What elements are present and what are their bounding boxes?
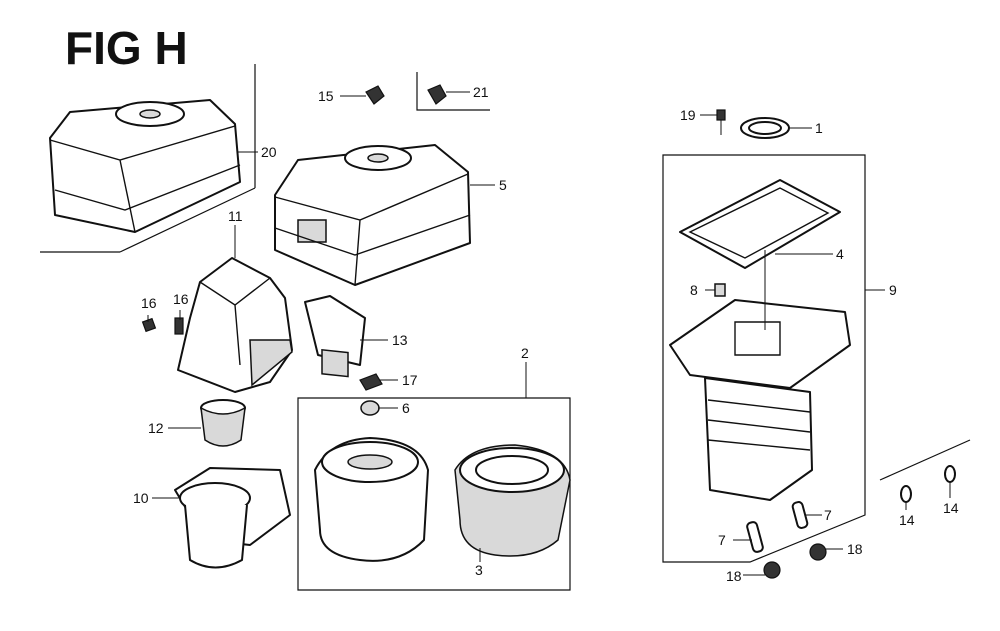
callout-7a: 7 [718, 532, 726, 548]
frame-20 [40, 64, 256, 253]
part-1-ring [740, 117, 790, 139]
callout-21: 21 [473, 84, 489, 100]
part-16-bolt-b [174, 317, 184, 335]
callout-3: 3 [475, 562, 483, 578]
callout-4: 4 [836, 246, 844, 262]
callout-1: 1 [815, 120, 823, 136]
part-10-cup [174, 467, 291, 569]
callout-6: 6 [402, 400, 410, 416]
part-14-grommet-b [944, 465, 956, 483]
part-6-grommet [360, 400, 380, 416]
callout-15: 15 [318, 88, 334, 104]
part-12-precleaner [200, 399, 246, 447]
callout-17: 17 [402, 372, 418, 388]
part-4-gasket [679, 179, 841, 269]
leader-lines [147, 91, 951, 576]
callout-9: 9 [889, 282, 897, 298]
part-5-cover [274, 144, 471, 286]
frame-9 [662, 154, 866, 563]
callout-5: 5 [499, 177, 507, 193]
frame-14 [879, 439, 971, 481]
part-8-nut [714, 283, 726, 297]
frame-2 [297, 397, 571, 591]
part-13-gasket [304, 295, 366, 378]
callout-2: 2 [521, 345, 529, 361]
part-7-pin-b [791, 501, 809, 529]
callout-19: 19 [680, 107, 696, 123]
callout-11: 11 [228, 208, 243, 224]
part-16-bolt-a [141, 317, 157, 333]
part-9-case [669, 250, 851, 501]
part-2-element [314, 437, 429, 562]
callout-14a: 14 [899, 512, 915, 528]
part-11-elbow [177, 257, 293, 393]
callout-10: 10 [133, 490, 149, 506]
part-19-bolt [716, 109, 726, 135]
part-3-foam [454, 444, 571, 557]
callout-13: 13 [392, 332, 408, 348]
figure-title: FIG H [65, 22, 188, 74]
callout-16a: 16 [141, 295, 157, 311]
callout-20: 20 [261, 144, 277, 160]
part-18-nut-a [763, 561, 781, 579]
callout-18b: 18 [847, 541, 863, 557]
part-17-nut [359, 373, 383, 391]
callout-16b: 16 [173, 291, 189, 307]
callout-8: 8 [690, 282, 698, 298]
part-20-cover [49, 99, 241, 233]
part-18-nut-b [809, 543, 827, 561]
frame-21 [416, 72, 490, 111]
callout-18a: 18 [726, 568, 742, 584]
callout-14b: 14 [943, 500, 959, 516]
callout-12: 12 [148, 420, 164, 436]
part-15-clip [365, 85, 385, 105]
callout-7b: 7 [824, 507, 832, 523]
part-7-pin-a [746, 521, 764, 553]
part-14-grommet-a [900, 485, 912, 503]
part-21-clip [427, 84, 447, 105]
